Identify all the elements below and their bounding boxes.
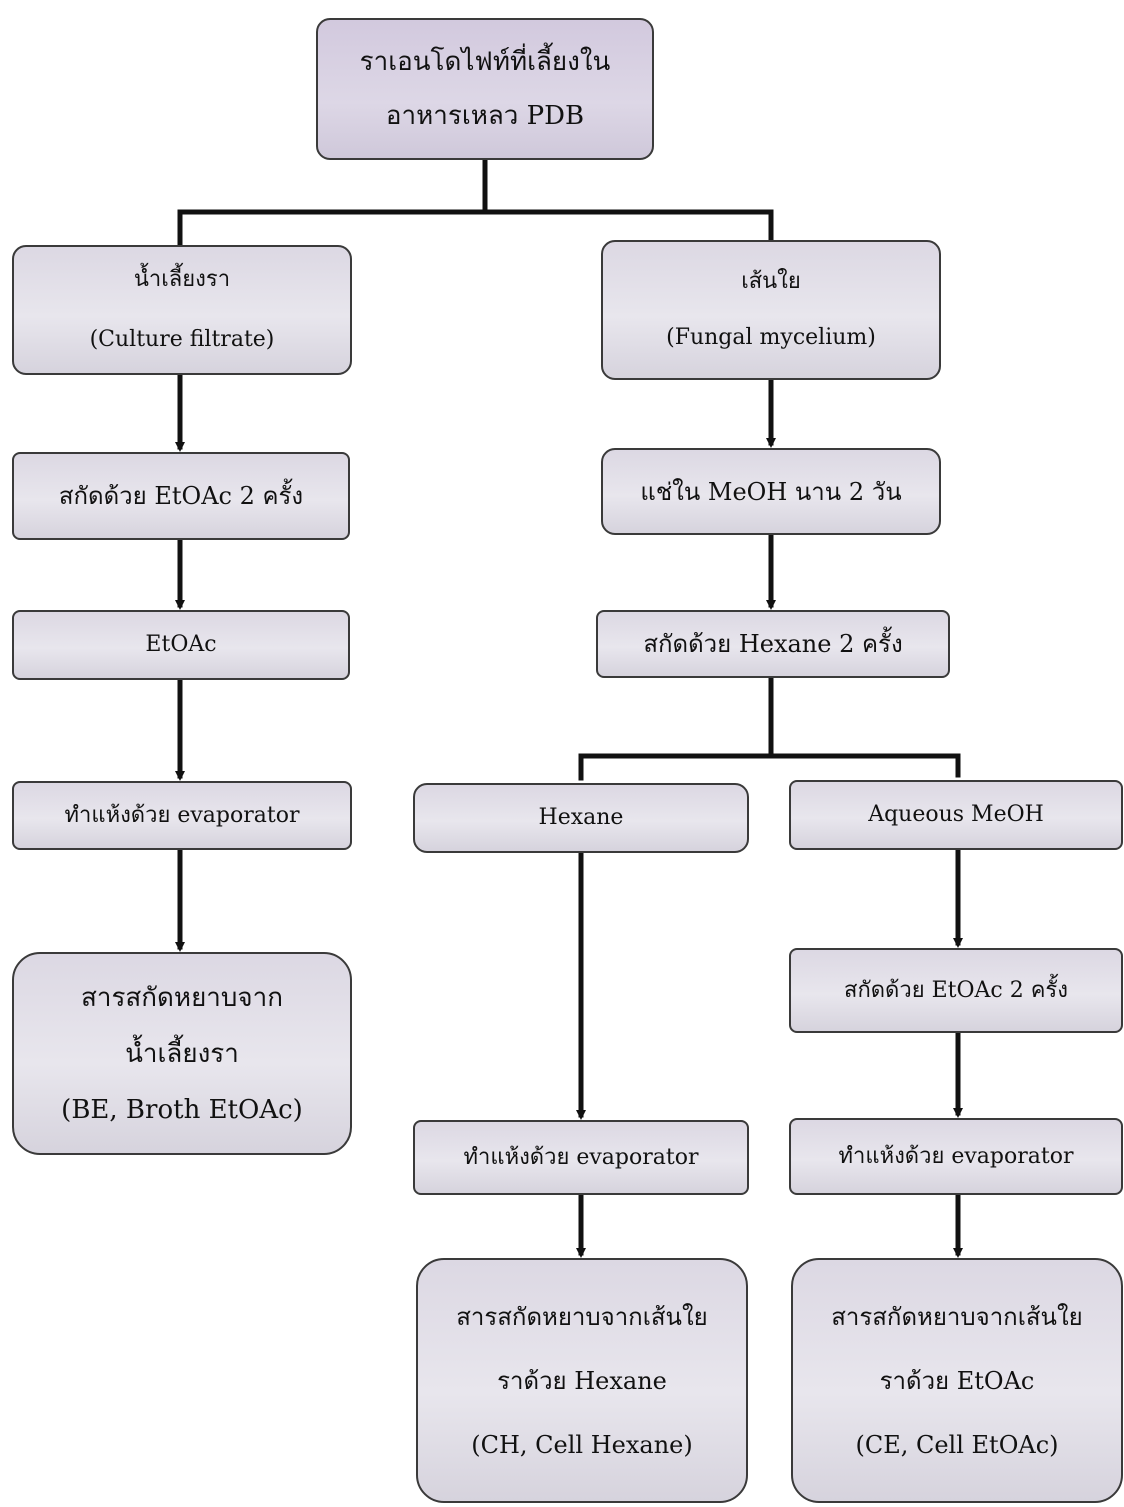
node-text: (CH, Cell Hexane): [471, 1430, 693, 1459]
node-text: ราด้วย Hexane: [497, 1366, 667, 1395]
node-text: สกัดด้วย EtOAc 2 ครั้ง: [844, 977, 1068, 1003]
node-endophytic-fungus-pdb: ราเอนโดไฟท์ที่เลี้ยงใน อาหารเหลว PDB: [316, 18, 654, 160]
node-text: ราด้วย EtOAc: [879, 1366, 1035, 1395]
node-hexane: Hexane: [413, 783, 749, 853]
node-text: สารสกัดหยาบจากเส้นใย: [456, 1302, 708, 1331]
node-text: อาหารเหลว PDB: [385, 101, 585, 131]
node-text: สกัดด้วย Hexane 2 ครั้ง: [643, 630, 903, 658]
node-text: (CE, Cell EtOAc): [855, 1430, 1059, 1459]
node-text: สารสกัดหยาบจาก: [81, 982, 283, 1013]
node-text: ทำแห้งด้วย evaporator: [463, 1144, 699, 1170]
node-text: (BE, Broth EtOAc): [61, 1094, 303, 1125]
node-text: ทำแห้งด้วย evaporator: [64, 802, 300, 828]
node-dry-evaporator-middle: ทำแห้งด้วย evaporator: [413, 1120, 749, 1195]
node-fungal-mycelium: เส้นใย (Fungal mycelium): [601, 240, 941, 380]
node-soak-meoh: แช่ใน MeOH นาน 2 วัน: [601, 448, 941, 535]
node-text: Aqueous MeOH: [868, 802, 1044, 827]
node-extract-etoac-right: สกัดด้วย EtOAc 2 ครั้ง: [789, 948, 1123, 1033]
node-text: เส้นใย: [741, 269, 801, 294]
node-text: สกัดด้วย EtOAc 2 ครั้ง: [58, 482, 304, 510]
node-cell-hexane-extract: สารสกัดหยาบจากเส้นใย ราด้วย Hexane (CH, …: [416, 1258, 748, 1503]
node-text: (Culture filtrate): [89, 327, 275, 352]
node-aqueous-meoh: Aqueous MeOH: [789, 780, 1123, 850]
node-text: ทำแห้งด้วย evaporator: [838, 1143, 1074, 1169]
node-text: แช่ใน MeOH นาน 2 วัน: [640, 477, 902, 506]
node-etoac: EtOAc: [12, 610, 350, 680]
node-broth-etoac-extract: สารสกัดหยาบจาก น้ำเลี้ยงรา (BE, Broth Et…: [12, 952, 352, 1155]
node-text: EtOAc: [145, 632, 217, 657]
node-dry-evaporator-left: ทำแห้งด้วย evaporator: [12, 781, 352, 850]
node-text: (Fungal mycelium): [666, 325, 876, 350]
node-extract-hexane: สกัดด้วย Hexane 2 ครั้ง: [596, 610, 950, 678]
node-culture-filtrate: น้ำเลี้ยงรา (Culture filtrate): [12, 245, 352, 375]
node-text: สารสกัดหยาบจากเส้นใย: [831, 1302, 1083, 1331]
node-text: Hexane: [538, 805, 624, 830]
node-text: น้ำเลี้ยงรา: [133, 267, 231, 292]
node-text: ราเอนโดไฟท์ที่เลี้ยงใน: [359, 47, 611, 77]
node-dry-evaporator-right: ทำแห้งด้วย evaporator: [789, 1118, 1123, 1195]
node-extract-etoac-left: สกัดด้วย EtOAc 2 ครั้ง: [12, 452, 350, 540]
node-cell-etoac-extract: สารสกัดหยาบจากเส้นใย ราด้วย EtOAc (CE, C…: [791, 1258, 1123, 1503]
node-text: น้ำเลี้ยงรา: [125, 1038, 239, 1069]
